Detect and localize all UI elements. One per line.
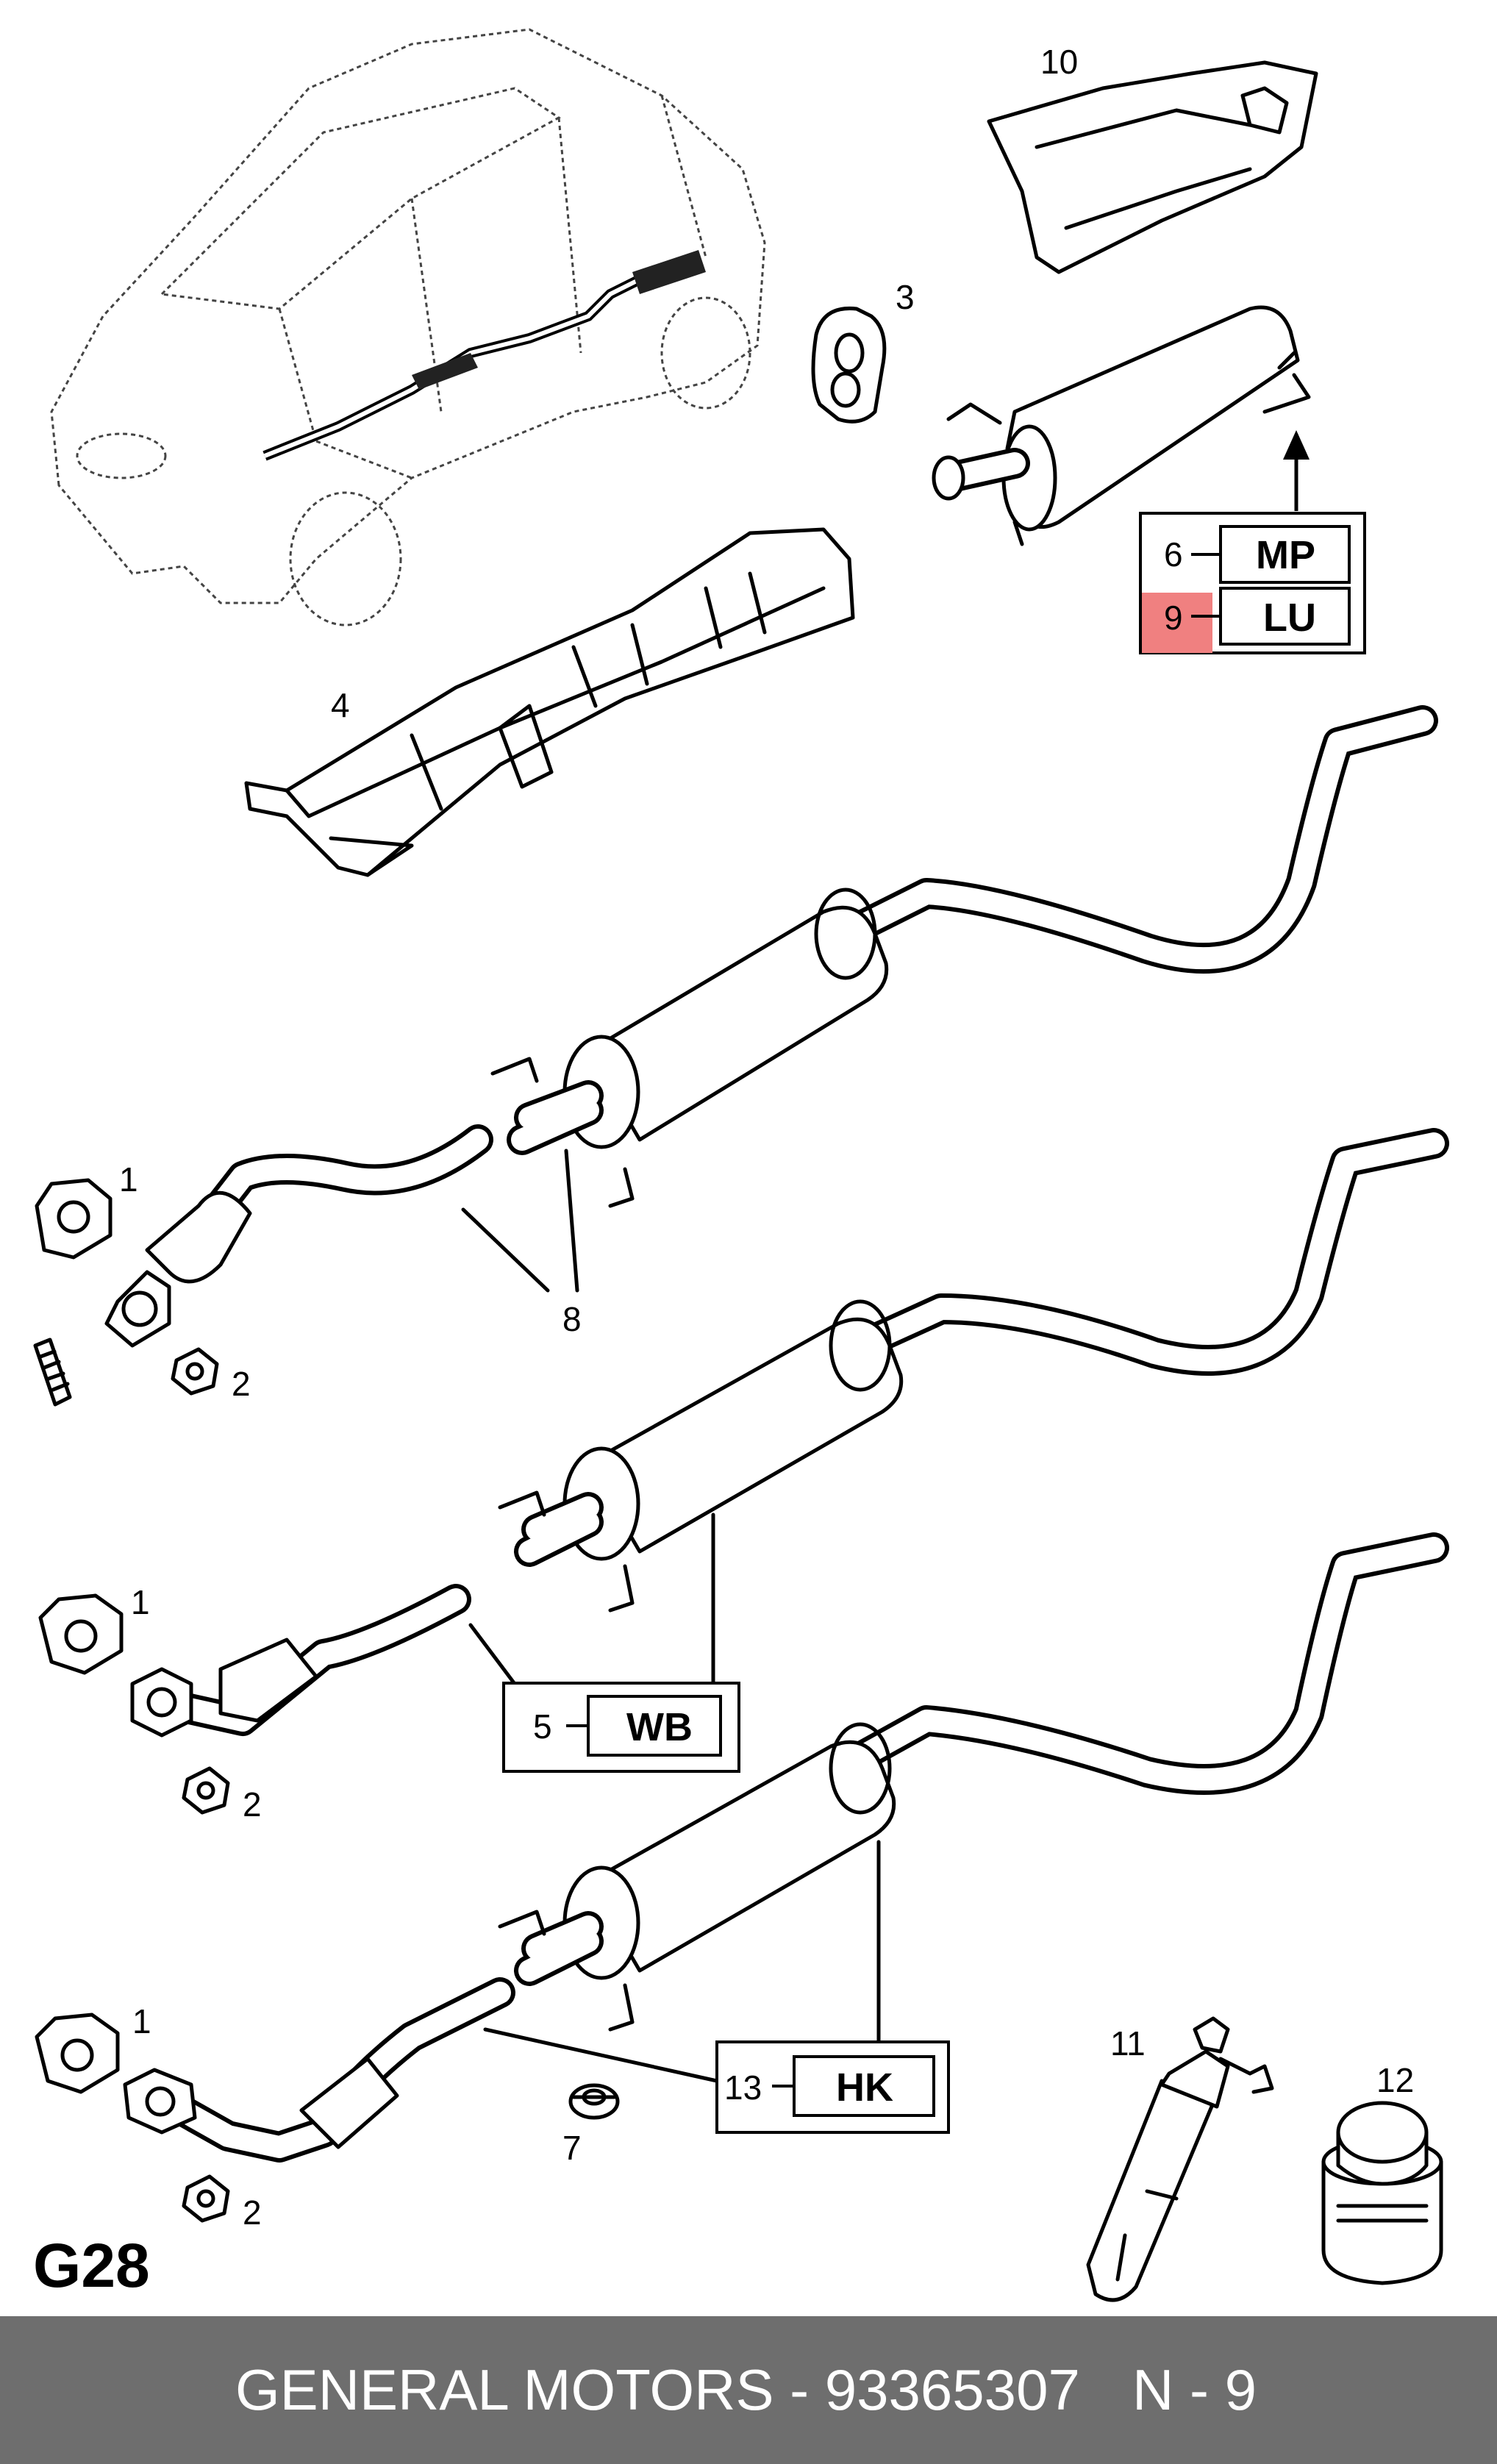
gasket-part-1-c [35, 2013, 120, 2094]
exhaust-assembly-1 [104, 705, 1438, 1348]
label-box-hk: 13 HK [715, 2040, 950, 2134]
callout-2b: 2 [243, 1785, 262, 1824]
clamp-part-7 [568, 2083, 620, 2120]
nut-part-2-c [182, 2174, 230, 2223]
gasket-part-1-b [38, 1593, 124, 1675]
label-code-hk: HK [836, 2065, 893, 2110]
callout-1c: 1 [132, 2002, 151, 2040]
arrow-up [1283, 430, 1310, 511]
gasket-part-1-a [35, 1178, 112, 1260]
highlight-row-9 [1142, 593, 1212, 653]
legend-box-top-right: 6 MP 9 LU [1139, 512, 1366, 654]
vehicle-illustration [50, 28, 766, 626]
callout-10: 10 [1040, 43, 1078, 81]
footer-position: N - 9 [1132, 2357, 1257, 2422]
callout-8: 8 [562, 1300, 582, 1338]
callout-5: 5 [533, 1707, 552, 1746]
exhaust-assembly-2 [130, 1128, 1449, 1738]
callout-4: 4 [331, 686, 350, 724]
callout-2c: 2 [243, 2193, 262, 2232]
callout-1a: 1 [119, 1160, 138, 1199]
legend-code-mp: MP [1256, 533, 1315, 577]
callout-2a: 2 [232, 1365, 251, 1403]
rear-muffler-part-6-9 [932, 305, 1311, 546]
callout-11: 11 [1110, 2024, 1146, 2063]
footer-part-number: GENERAL MOTORS - 93365307 [235, 2357, 1080, 2422]
callout-13: 13 [724, 2068, 762, 2107]
sealant-tube-part-11 [1086, 2016, 1274, 2302]
callout-3: 3 [896, 278, 915, 316]
legend-number-9: 9 [1164, 599, 1183, 637]
heat-shield-part-4 [244, 527, 855, 877]
page-label: G28 [33, 2231, 150, 2300]
exhaust-assembly-3 [123, 1532, 1449, 2163]
heat-shield-part-10 [987, 60, 1318, 274]
stud-bolt [33, 1338, 72, 1407]
nut-part-2-b [182, 1766, 230, 1815]
label-code-wb: WB [626, 1705, 693, 1749]
exhaust-parts-diagram: 10 3 6 MP 9 LU 4 [33, 28, 1449, 2302]
legend-number-6: 6 [1164, 535, 1183, 574]
nut-part-2-a [171, 1347, 219, 1396]
rubber-hanger-part-3 [811, 306, 887, 424]
callout-7: 7 [562, 2129, 582, 2167]
callout-1b: 1 [131, 1583, 150, 1621]
legend-code-lu: LU [1263, 596, 1316, 640]
footer-bar: GENERAL MOTORS - 93365307 N - 9 [0, 2316, 1497, 2464]
label-box-wb: 5 WB [502, 1682, 740, 1773]
callout-12: 12 [1376, 2061, 1414, 2099]
compound-jar-part-12 [1321, 2101, 1443, 2285]
